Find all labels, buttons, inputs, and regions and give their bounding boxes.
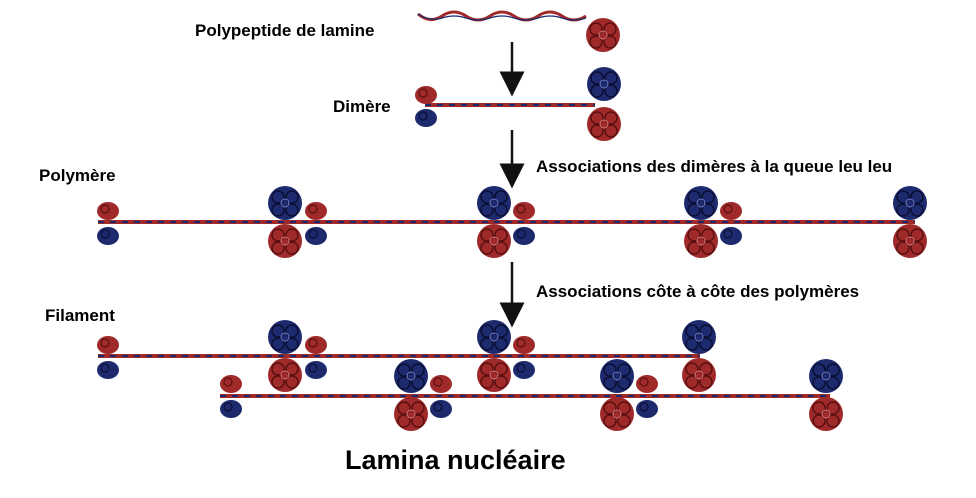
filament-molecule xyxy=(96,319,844,432)
polypeptide-molecule xyxy=(417,10,621,53)
label-dimer: Dimère xyxy=(333,97,391,116)
label-filament: Filament xyxy=(45,306,115,325)
label-step-side-by-side: Associations côte à côte des polymères xyxy=(536,282,860,301)
diagram-title: Lamina nucléaire xyxy=(345,445,566,475)
polymer-molecule xyxy=(96,185,928,259)
label-step-head-to-tail: Associations des dimères à la queue leu … xyxy=(536,157,893,176)
label-polypeptide: Polypeptide de lamine xyxy=(195,21,375,40)
label-polymer: Polymère xyxy=(39,166,116,185)
dimer-molecule xyxy=(414,66,622,142)
